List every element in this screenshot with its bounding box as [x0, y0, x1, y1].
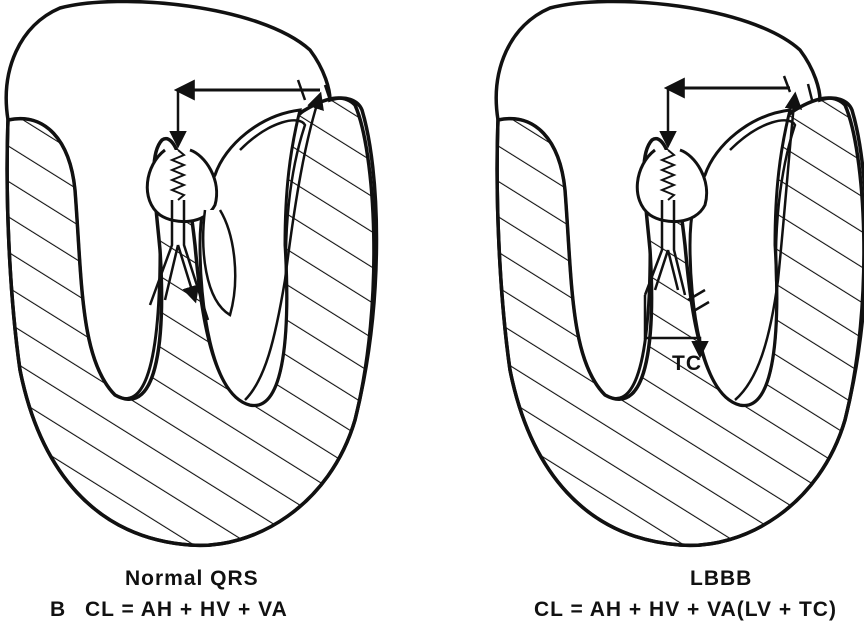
panel-letter: B	[50, 598, 66, 622]
reentry-branch-right	[784, 76, 812, 100]
right-formula: CL = AH + HV + VA(LV + TC)	[534, 598, 837, 622]
right-title: LBBB	[690, 567, 752, 591]
heart-lbbb	[496, 1, 864, 545]
heart-normal-qrs	[6, 1, 376, 545]
left-formula: CL = AH + HV + VA	[85, 598, 288, 622]
tc-label: TC	[672, 352, 702, 376]
left-title: Normal QRS	[125, 567, 259, 591]
